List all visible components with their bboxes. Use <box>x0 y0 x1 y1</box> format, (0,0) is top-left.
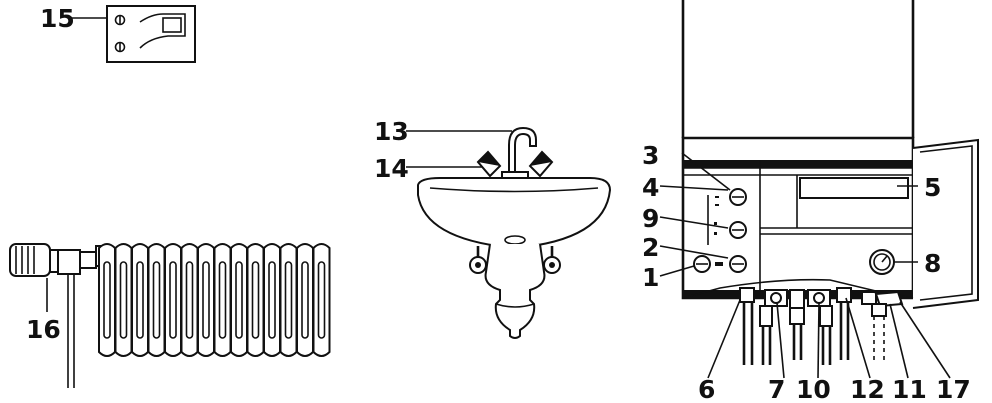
radiator <box>9 243 331 388</box>
callout-4: 4 <box>642 173 659 202</box>
leader-lines <box>46 152 951 379</box>
callout-13: 13 <box>374 117 409 146</box>
callout-10: 10 <box>796 375 831 403</box>
callout-8: 8 <box>924 249 941 278</box>
radiator-fin-slot <box>268 261 276 339</box>
callout-16: 16 <box>26 315 61 344</box>
radiator-fin-slot <box>301 261 309 339</box>
callout-14: 14 <box>374 154 409 183</box>
radiator-fin-slot <box>152 261 161 339</box>
radiator-fin-slot <box>235 261 243 339</box>
control-panel <box>693 188 747 273</box>
radiator-fin <box>180 243 199 357</box>
radiator-fin <box>263 243 281 357</box>
callout-6: 6 <box>698 375 715 403</box>
radiator-fins <box>98 243 331 357</box>
boiler-door <box>912 138 979 309</box>
valves-and-pipes <box>739 287 904 365</box>
radiator-fin-slot <box>169 261 177 339</box>
callout-7: 7 <box>768 375 785 403</box>
radiator-fin <box>312 243 331 357</box>
wash-basin <box>417 126 612 339</box>
radiator-fin <box>296 243 314 357</box>
radiator-fin-slot <box>317 261 326 339</box>
callout-9: 9 <box>642 204 659 233</box>
radiator-fin-slot <box>185 261 194 339</box>
boiler <box>681 0 979 365</box>
callout-2: 2 <box>642 233 659 262</box>
radiator-fin-slot <box>284 261 293 339</box>
radiator-fin <box>279 243 298 357</box>
callout-12: 12 <box>850 375 885 403</box>
radiator-fin <box>246 243 265 357</box>
radiator-fin-slot <box>103 261 111 339</box>
callout-17: 17 <box>936 375 971 403</box>
radiator-fin <box>197 243 215 357</box>
callout-5: 5 <box>924 173 941 202</box>
radiator-fin <box>213 243 232 357</box>
radiator-fin <box>131 243 149 357</box>
radiator-fin <box>114 243 133 357</box>
radiator-fin-slot <box>251 261 260 339</box>
callout-1: 1 <box>642 263 659 292</box>
radiator-fin-slot <box>202 261 210 339</box>
pressure-gauge <box>869 249 895 275</box>
radiator-fin-slot <box>218 261 227 339</box>
radiator-fin-slot <box>136 261 144 339</box>
callout-11: 11 <box>892 375 927 403</box>
radiator-fin-slot <box>119 261 128 339</box>
callout-3: 3 <box>642 141 659 170</box>
radiator-fin <box>230 243 248 357</box>
radiator-fin <box>98 243 116 357</box>
radiator-valve-head <box>9 243 59 277</box>
radiator-fin <box>147 243 166 357</box>
callout-15: 15 <box>40 4 75 33</box>
room-thermostat <box>106 5 196 63</box>
callout-numbers: 15 16 13 14 3 4 9 2 1 5 8 6 7 10 12 11 1… <box>26 4 971 403</box>
radiator-fin <box>164 243 182 357</box>
